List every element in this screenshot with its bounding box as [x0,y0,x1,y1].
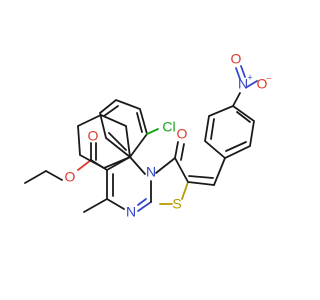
bond-benzylidene-aryl [213,157,226,186]
bond-c5-n4 [129,156,146,175]
nitrophenyl-double-2 [236,111,251,123]
atom-o-ester-link: O [65,169,76,185]
atom-o-nitro-double: O [231,51,242,67]
atom-n-ring-bottom: N [126,204,136,220]
bond-s-c2 [181,181,189,200]
bond-aryl-cl [146,128,159,135]
structure-svg: O O N N S O Cl N + O − O [24,51,272,220]
atom-cl: Cl [162,119,175,135]
atom-o-nitro-minus-charge: − [266,73,271,83]
atom-o-nitro-minus: O [257,76,268,92]
nitrophenyl-double-3 [225,141,247,152]
bond-c7-methyl [83,198,108,213]
atom-n-nitro: N [238,76,248,92]
atom-n-nitro-charge: + [247,72,252,82]
bond-c7-n8 [106,198,125,210]
bond-ethyl-ch2 [45,170,63,181]
chlorophenyl-double-2 [103,105,119,117]
atom-s-ring: S [172,196,181,212]
molecule-diagram: O O N N S O Cl N + O − O [24,50,272,220]
atom-labels: O O N N S O Cl N + O − O [65,51,272,220]
bond-n4-c3 [155,157,176,174]
bond-nitro-o-double-2 [240,65,246,78]
chlorophenyl-double-3 [108,132,127,151]
chlorophenyl-ring-outline [77,114,131,169]
atom-n-ring-top: N [146,164,156,180]
chlorophenyl-double-1 [136,112,143,133]
bond-keto-1 [174,141,179,159]
bond-c3-c2 [174,157,189,183]
nitrophenyl-double-1 [210,118,215,140]
bond-keto-2 [180,143,185,161]
bond-ester-o-c [77,159,92,171]
bond-ethyl-ch3 [24,170,47,184]
atom-o-keto: O [177,126,188,142]
bond-n8-c8a [137,201,152,212]
bond-c2-benzylidene-double [188,175,214,179]
bonds [24,65,258,213]
bond-c2-benzylidene [187,181,215,186]
bond-nitro-o-double [235,67,241,80]
bond-n8-c8a-double [137,198,147,206]
bond-aryl-nitro [232,92,241,107]
bond-nitro-o-minus [246,80,258,88]
atom-o-ester-carbonyl: O [88,128,99,144]
